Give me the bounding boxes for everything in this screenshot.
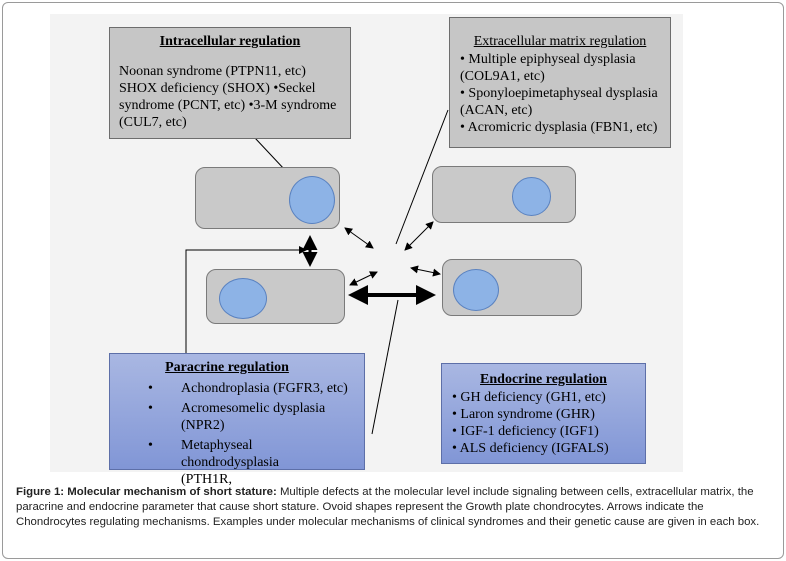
endocrine-item-1: • GH deficiency (GH1, etc) <box>452 390 606 405</box>
extracellular-regulation-box: Extracellular matrix regulation • Multip… <box>449 17 671 148</box>
endocrine-item-2: • Laron syndrome (GHR) <box>452 407 595 422</box>
intracellular-title: Intracellular regulation <box>159 34 301 49</box>
chondrocyte-cell-middle-right <box>442 259 582 316</box>
middle-left-double-arrow <box>349 271 378 286</box>
extracellular-title: Extracellular matrix regulation <box>473 34 647 49</box>
paracrine-item-1: •Achondroplasia (FGFR3, etc) <box>148 381 348 396</box>
intracellular-regulation-box: Intracellular regulation Noonan syndrome… <box>109 27 351 139</box>
extracellular-item-3: • Acromicric dysplasia (FBN1, etc) <box>460 120 658 135</box>
cell-nucleus <box>453 269 499 311</box>
paracrine-item-3: •Metaphyseal chondrodysplasia (PTH1R, <box>148 438 279 487</box>
endocrine-item-3: • IGF-1 deficiency (IGF1) <box>452 424 599 439</box>
endocrine-list: • GH deficiency (GH1, etc) • Laron syndr… <box>452 389 641 457</box>
caption-text: Multiple defects at the molecular level … <box>16 486 760 528</box>
chondrocyte-cell-top-right <box>432 166 576 223</box>
paracrine-regulation-box: Paracrine regulation •Achondroplasia (FG… <box>109 353 365 487</box>
cell-nucleus <box>289 176 335 224</box>
bullet-icon: • <box>148 401 153 416</box>
cell-nucleus <box>512 177 551 216</box>
caption-label: Figure 1: Molecular mechanism of short s… <box>16 486 277 498</box>
intracellular-text: Noonan syndrome (PTPN11, etc) SHOX defic… <box>119 64 337 130</box>
endocrine-regulation-box: Endocrine regulation • GH deficiency (GH… <box>441 363 646 464</box>
top-left-double-arrow <box>344 227 374 249</box>
paracrine-list: •Achondroplasia (FGFR3, etc) •Acromesome… <box>148 380 356 488</box>
extracellular-item-2: • Sponyloepimetaphyseal dysplasia (ACAN,… <box>460 86 658 118</box>
cell-nucleus <box>219 278 267 319</box>
endocrine-item-4: • ALS deficiency (IGFALS) <box>452 441 609 456</box>
top-right-double-arrow <box>404 221 434 251</box>
bullet-icon: • <box>148 438 153 453</box>
figure-caption: Figure 1: Molecular mechanism of short s… <box>16 485 768 530</box>
extracellular-list: • Multiple epiphyseal dysplasia (COL9A1,… <box>460 51 666 136</box>
paracrine-item-2: •Acromesomelic dysplasia (NPR2) <box>148 401 326 433</box>
bullet-icon: • <box>148 381 153 396</box>
endocrine-pointer-line <box>371 299 399 435</box>
paracrine-title: Paracrine regulation <box>165 360 289 375</box>
intracellular-pointer-line <box>254 137 286 171</box>
extracellular-item-1: • Multiple epiphyseal dysplasia (COL9A1,… <box>460 52 636 84</box>
middle-right-double-arrow <box>410 265 441 277</box>
chondrocyte-cell-middle-left <box>206 269 345 324</box>
endocrine-title: Endocrine regulation <box>480 372 607 387</box>
paracrine-pointer-line <box>185 246 307 355</box>
chondrocyte-cell-top-left <box>195 167 340 229</box>
